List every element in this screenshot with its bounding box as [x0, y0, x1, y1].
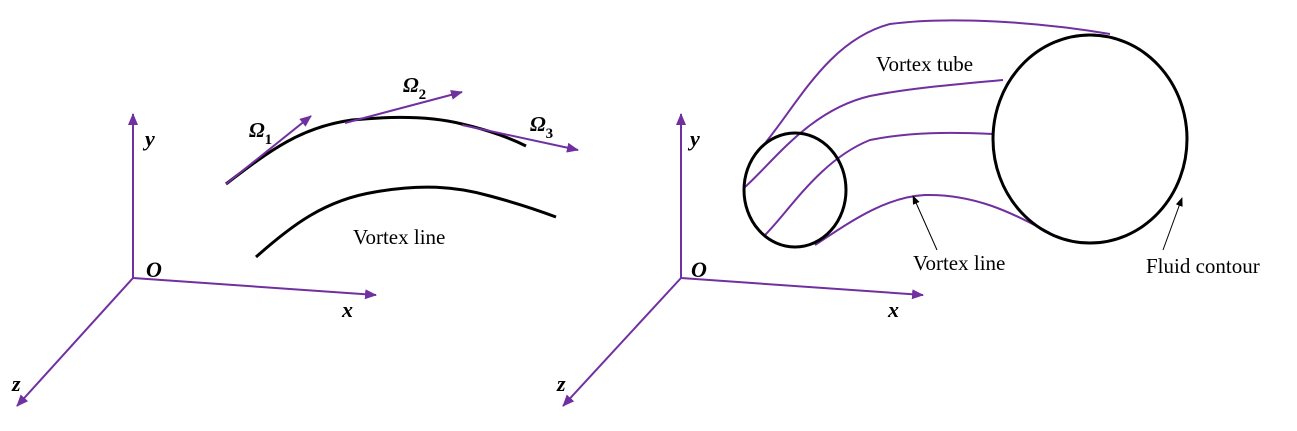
left-lower-vortex-curve [255, 185, 557, 259]
left-z-axis [16, 277, 134, 407]
fluid-contour-label: Fluid contour [1146, 254, 1260, 278]
left-axes [16, 113, 377, 407]
right-y-axis-label: y [687, 126, 700, 151]
right-origin-label: O [691, 257, 707, 282]
left-x-axis-label: x [341, 297, 353, 322]
left-vortex-line-label: Vortex line [353, 225, 445, 249]
omega-1-symbol: Ω [249, 118, 265, 142]
small-fluid-contour [742, 131, 848, 249]
right-axes [562, 113, 924, 407]
vorticity-vectors [225, 89, 579, 185]
left-x-axis [132, 277, 377, 300]
omega-2-label: Ω2 [403, 73, 426, 103]
large-fluid-contour [991, 33, 1189, 245]
left-upper-vortex-curve [225, 115, 527, 186]
omega-1-subscript: 1 [265, 132, 273, 148]
right-z-axis-label: z [556, 371, 566, 396]
left-panel: y x z O Ω1 Ω2 Ω3 Vortex line [11, 73, 579, 407]
left-origin-label: O [146, 257, 162, 282]
omega-3-subscript: 3 [546, 126, 554, 142]
omega-3-label: Ω3 [530, 112, 553, 142]
right-z-axis [562, 277, 682, 407]
omega-1-vector [225, 115, 312, 185]
right-x-axis [680, 277, 924, 300]
omega-3-vector [461, 124, 579, 153]
vortex-line-pointer-arrow [912, 195, 938, 251]
left-y-axis-label: y [142, 126, 155, 151]
right-x-axis-label: x [887, 297, 899, 322]
vortex-tube-outer-line [765, 19, 1111, 143]
omega-2-vector [344, 89, 463, 124]
vortex-tube-line-middle [764, 131, 994, 236]
omega-3-symbol: Ω [530, 112, 546, 136]
omega-2-subscript: 2 [419, 87, 427, 103]
omega-2-symbol: Ω [403, 73, 419, 97]
vortex-tube-lines [744, 19, 1111, 246]
left-z-axis-label: z [11, 371, 21, 396]
omega-1-label: Ω1 [249, 118, 272, 148]
vortex-tube-line-upper [744, 79, 1004, 188]
fluid-contour-pointer-arrow [1162, 197, 1183, 251]
vortex-tube-label: Vortex tube [876, 52, 973, 76]
right-panel: y x z O Vortex tube Vortex line Fluid co… [556, 19, 1260, 407]
vortex-tube-line-lower [814, 193, 1051, 246]
right-vortex-line-label: Vortex line [913, 251, 1005, 275]
